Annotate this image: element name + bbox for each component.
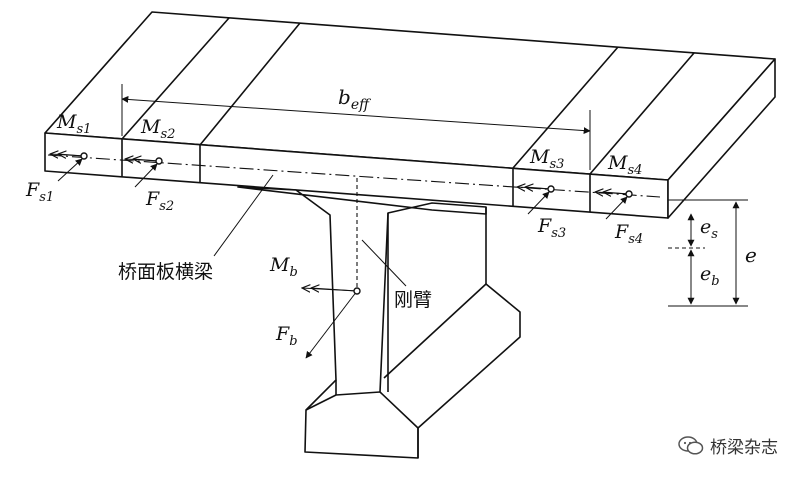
- fs3-label: Fs3: [537, 215, 566, 241]
- girder: [237, 186, 521, 459]
- mb-label: Mb: [269, 254, 298, 280]
- fs3-arrow: [527, 191, 550, 215]
- fb-arrow: [305, 290, 358, 359]
- girder-bulb-top-line: [383, 283, 487, 379]
- watermark: 桥梁杂志: [678, 433, 778, 458]
- node-b: [353, 287, 361, 295]
- eccentricity-dimension: es eb e: [668, 199, 757, 307]
- girder-bulb-back: [417, 283, 521, 429]
- ms3-arrow-double: [525, 187, 552, 189]
- fs2-label: Fs2: [145, 188, 174, 214]
- node-1: [80, 152, 88, 160]
- fs2-arrow: [134, 163, 158, 188]
- fs1-label: Fs1: [25, 179, 54, 205]
- mb-arrow-double: [311, 288, 358, 291]
- deck-beam-leader: [213, 174, 274, 257]
- e-label: e: [745, 243, 757, 267]
- ms2-label: Ms2: [140, 116, 175, 142]
- eb-label: eb: [700, 263, 720, 289]
- ms2-arrow-double: [133, 159, 160, 161]
- strip-4: Ms4 Fs4: [595, 152, 643, 247]
- fs1-arrow: [57, 158, 83, 182]
- strip-line-4: [589, 52, 695, 175]
- strip-3: Ms3 Fs3: [517, 146, 566, 241]
- deck-centroid-line: [47, 154, 661, 198]
- ms1-label: Ms1: [56, 111, 91, 137]
- deck-side-face: [667, 58, 776, 219]
- fs4-arrow: [605, 196, 628, 220]
- ms4-label: Ms4: [607, 152, 642, 178]
- node-2: [155, 157, 163, 165]
- fb-label: Fb: [275, 323, 298, 349]
- deck-beam-label: 桥面板横梁: [118, 261, 213, 283]
- rigid-arm-label: 刚臂: [394, 289, 432, 311]
- beff-dim-line: [121, 95, 591, 135]
- es-label: es: [700, 216, 718, 242]
- beff-dimension: beff: [121, 84, 591, 170]
- watermark-text: 桥梁杂志: [710, 438, 778, 458]
- strip-2: Ms2 Fs2: [125, 116, 175, 214]
- node-4: [625, 190, 633, 198]
- ms1-arrow-double: [58, 154, 85, 156]
- ms3-label: Ms3: [529, 146, 564, 172]
- beff-label: beff: [338, 85, 371, 113]
- wechat-icon: [678, 435, 704, 455]
- ms4-arrow-double: [603, 192, 630, 194]
- girder-node: Mb Fb: [269, 254, 361, 359]
- node-3: [547, 185, 555, 193]
- fs4-label: Fs4: [614, 221, 643, 247]
- strip-1: Ms1 Fs1: [25, 111, 91, 205]
- rigid-arm-leader: [361, 239, 407, 287]
